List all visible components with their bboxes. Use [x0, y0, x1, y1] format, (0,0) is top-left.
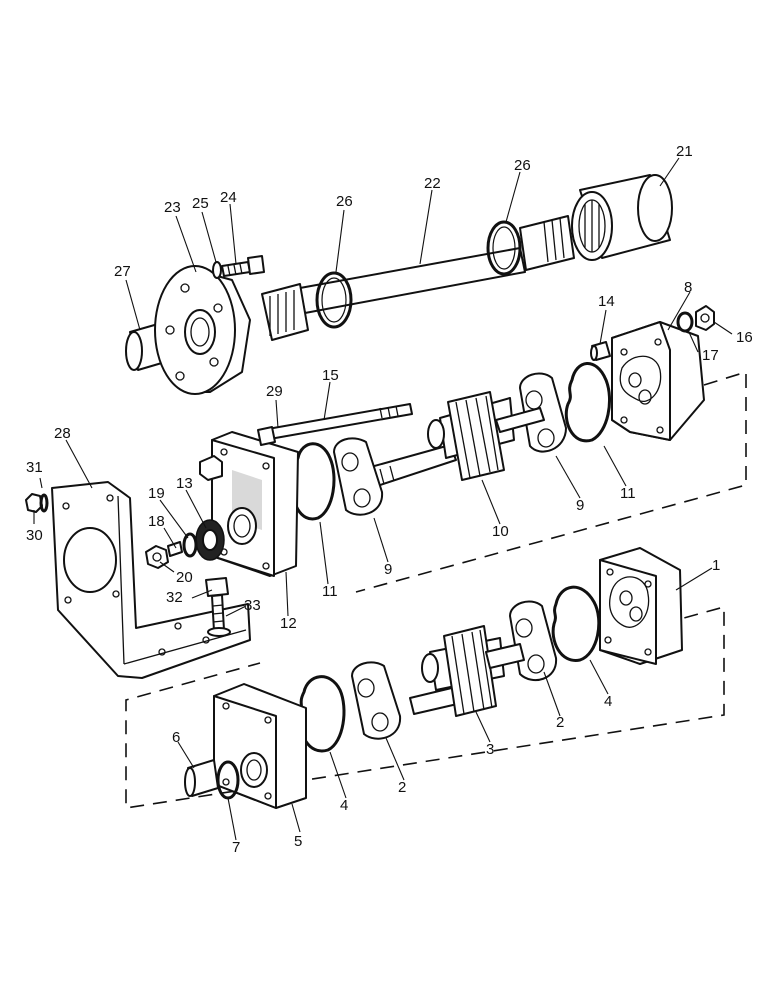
callout-18: 18 — [148, 513, 165, 530]
callout-12: 12 — [280, 615, 297, 632]
callout-23: 23 — [164, 199, 181, 216]
front-end-cover — [213, 683, 307, 809]
assembly-outline-lower — [125, 605, 725, 809]
dowel-pin — [590, 341, 611, 361]
rear-nut — [695, 305, 715, 331]
callout-30: 30 — [26, 527, 43, 544]
left-spline — [261, 283, 309, 341]
callout-3: 3 — [486, 741, 494, 758]
callout-11-right: 11 — [620, 485, 636, 502]
rear-bushing-right — [519, 372, 567, 453]
shaft-seal-ring-right — [486, 220, 522, 276]
rear-bushing-left — [333, 437, 384, 516]
callout-29: 29 — [266, 383, 283, 400]
front-pump-body — [599, 547, 683, 665]
callout-4-left: 4 — [340, 797, 348, 814]
leader-lines — [33, 157, 733, 841]
callout-27: 27 — [114, 263, 131, 280]
callout-33: 33 — [244, 597, 261, 614]
callout-15: 15 — [322, 367, 339, 384]
callout-10: 10 — [492, 523, 509, 540]
callout-7: 7 — [232, 839, 240, 856]
rear-washer — [676, 311, 694, 333]
right-spline — [519, 215, 575, 271]
bolt-washer — [212, 261, 222, 279]
front-seal-right — [551, 585, 601, 662]
callout-14: 14 — [598, 293, 615, 310]
callout-17: 17 — [702, 347, 719, 364]
assembly-outline-upper — [355, 370, 747, 593]
front-cover — [211, 431, 299, 577]
callout-9-left: 9 — [384, 561, 392, 578]
callout-16: 16 — [736, 329, 753, 346]
callout-1: 1 — [712, 557, 720, 574]
front-bush — [184, 759, 219, 797]
front-bushing-left — [351, 661, 402, 740]
callout-20: 20 — [176, 569, 193, 586]
callout-26-left: 26 — [336, 193, 353, 210]
drive-shaft — [299, 247, 526, 314]
callout-6: 6 — [172, 729, 180, 746]
flange-bolt — [221, 255, 265, 277]
callout-11-left: 11 — [322, 583, 338, 600]
callout-19: 19 — [148, 485, 165, 502]
callout-25: 25 — [192, 195, 209, 212]
callout-32: 32 — [166, 589, 183, 606]
callout-22: 22 — [424, 175, 441, 192]
callout-26-right: 26 — [514, 157, 531, 174]
drive-key — [167, 541, 183, 557]
coupling-sleeve — [571, 174, 673, 261]
callout-9-right: 9 — [576, 497, 584, 514]
seal-washer — [182, 532, 198, 558]
rear-pump-body — [611, 321, 705, 441]
callout-4-right: 4 — [604, 693, 612, 710]
rear-seal-left — [291, 442, 336, 521]
mounting-flange — [154, 265, 251, 395]
callout-31: 31 — [26, 459, 43, 476]
rear-seal-right — [564, 362, 611, 443]
callout-21: 21 — [676, 143, 693, 160]
through-bolt — [257, 403, 413, 446]
callout-5: 5 — [294, 833, 302, 850]
callout-8: 8 — [684, 279, 692, 296]
callout-2-right: 2 — [556, 714, 564, 731]
callout-24: 24 — [220, 189, 237, 206]
mounting-bracket — [51, 481, 251, 679]
bracket-washer — [39, 493, 49, 513]
callout-13: 13 — [176, 475, 193, 492]
shaft-nut — [145, 545, 169, 569]
shaft-seal — [195, 519, 225, 561]
front-bushing-right — [509, 600, 558, 682]
callout-28: 28 — [54, 425, 71, 442]
cover-bolt-head — [199, 455, 223, 481]
rear-gear-pair — [359, 391, 545, 491]
front-gear-pair — [409, 625, 525, 717]
bracket-bolt — [205, 577, 231, 637]
callout-2-left: 2 — [398, 779, 406, 796]
shaft-seal-ring-left — [315, 271, 353, 329]
callouts: 1 2 2 3 4 4 5 6 7 8 9 9 10 11 11 12 13 1… — [26, 143, 753, 856]
